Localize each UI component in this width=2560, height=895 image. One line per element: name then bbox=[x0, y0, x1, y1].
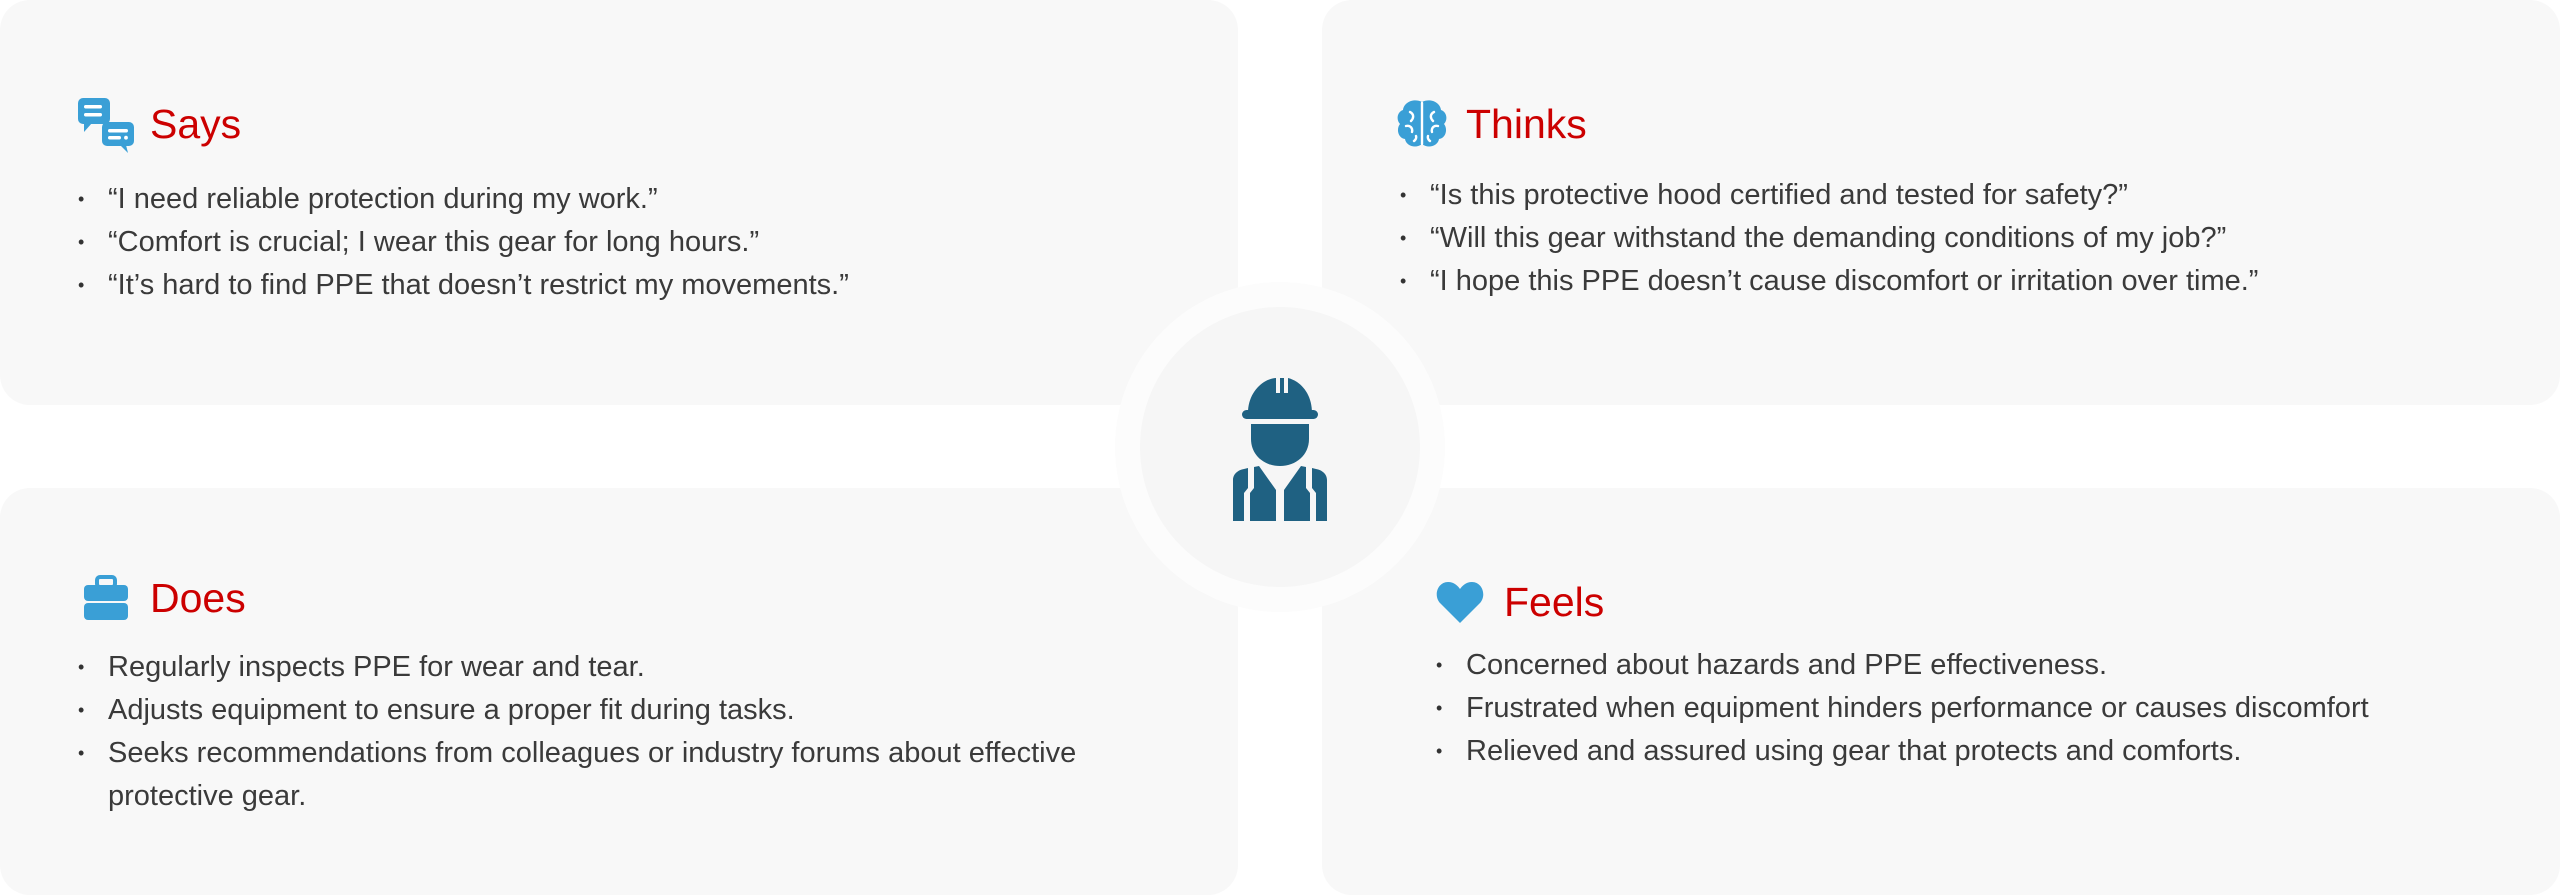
list-item: “Is this protective hood certified and t… bbox=[1400, 174, 2540, 217]
brain-icon bbox=[1392, 94, 1452, 154]
thinks-title: Thinks bbox=[1466, 100, 1587, 147]
heart-icon bbox=[1430, 572, 1490, 632]
says-card: Says “I need reliable protection during … bbox=[0, 0, 1238, 405]
says-title: Says bbox=[150, 100, 242, 147]
list-item: “Comfort is crucial; I wear this gear fo… bbox=[78, 221, 1198, 264]
construction-worker-icon bbox=[1230, 375, 1330, 526]
thinks-list: “Is this protective hood certified and t… bbox=[1400, 174, 2540, 303]
list-item: “I need reliable protection during my wo… bbox=[78, 178, 1198, 221]
list-item: “It’s hard to find PPE that doesn’t rest… bbox=[78, 264, 1198, 307]
feels-list: Concerned about hazards and PPE effectiv… bbox=[1436, 644, 2496, 773]
thinks-card: Thinks “Is this protective hood certifie… bbox=[1322, 0, 2560, 405]
list-item: Frustrated when equipment hinders perfor… bbox=[1436, 687, 2496, 730]
list-item: Seeks recommendations from colleagues or… bbox=[78, 732, 1158, 818]
briefcase-icon bbox=[76, 568, 136, 628]
chat-bubbles-icon bbox=[76, 94, 136, 154]
list-item: Regularly inspects PPE for wear and tear… bbox=[78, 646, 1158, 689]
list-item: “Will this gear withstand the demanding … bbox=[1400, 217, 2540, 260]
says-list: “I need reliable protection during my wo… bbox=[78, 178, 1198, 307]
list-item: “I hope this PPE doesn’t cause discomfor… bbox=[1400, 260, 2540, 303]
list-item: Concerned about hazards and PPE effectiv… bbox=[1436, 644, 2496, 687]
feels-card: Feels Concerned about hazards and PPE ef… bbox=[1322, 488, 2560, 895]
does-list: Regularly inspects PPE for wear and tear… bbox=[78, 646, 1158, 818]
feels-title: Feels bbox=[1504, 578, 1605, 625]
does-card: Does Regularly inspects PPE for wear and… bbox=[0, 488, 1238, 895]
list-item: Relieved and assured using gear that pro… bbox=[1436, 730, 2496, 773]
list-item: Adjusts equipment to ensure a proper fit… bbox=[78, 689, 1158, 732]
does-title: Does bbox=[150, 574, 246, 621]
